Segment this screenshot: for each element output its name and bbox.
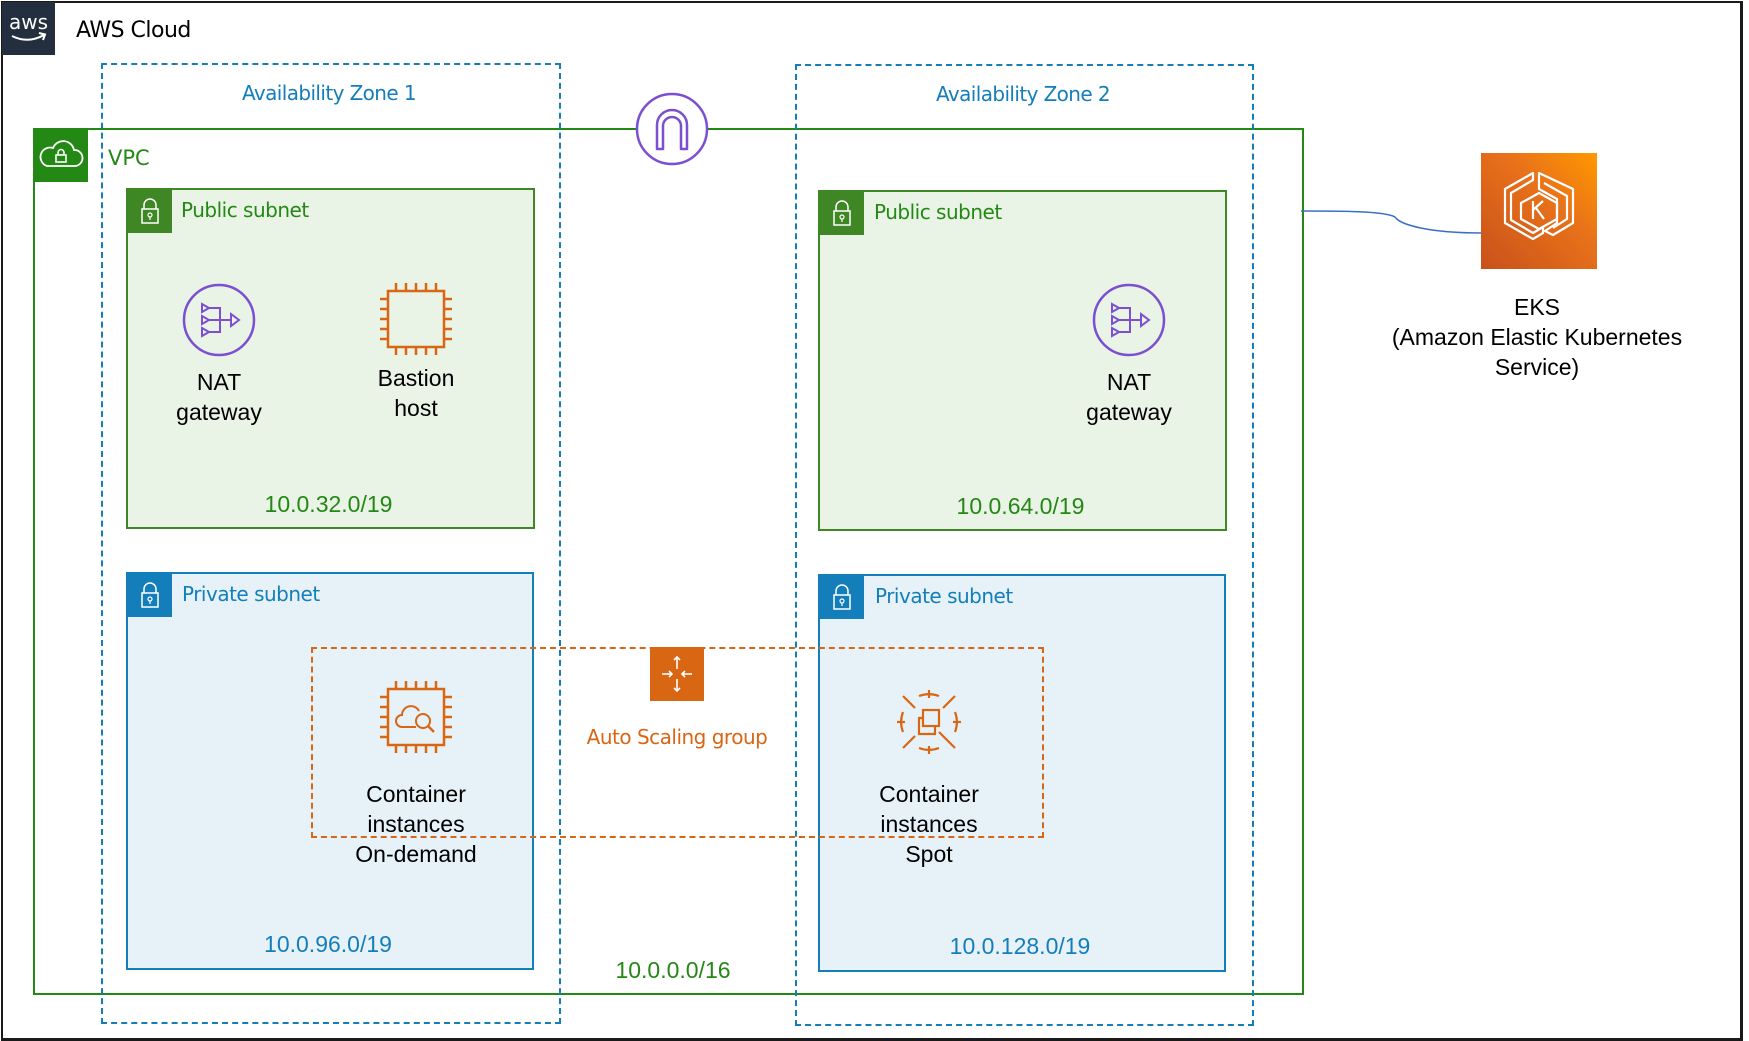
label-line: instances	[880, 811, 978, 837]
container-instance-icon	[378, 679, 454, 755]
aws-cloud-label: AWS Cloud	[76, 18, 191, 43]
container-instances-on-demand-label: Container instances On-demand	[336, 779, 496, 869]
label-line: host	[394, 395, 438, 421]
vpc-cloud-lock-icon	[33, 128, 88, 182]
label-line: EKS	[1513, 294, 1561, 320]
nat-gateway-icon	[1092, 283, 1166, 357]
availability-zone-1	[101, 63, 561, 1024]
label-line: gateway	[1086, 399, 1172, 425]
label-line: NAT	[196, 369, 242, 395]
private-subnet-2-cidr: 10.0.128.0/19	[949, 933, 1091, 959]
label-line: Container	[366, 781, 466, 807]
bastion-host-label: Bastion host	[346, 363, 486, 423]
public-subnet-1-title: Public subnet	[181, 198, 309, 222]
auto-scaling-group-label: Auto Scaling group	[586, 725, 768, 749]
auto-scaling-icon	[650, 647, 704, 701]
private-subnet-1	[126, 572, 534, 970]
public-subnet-1-cidr: 10.0.32.0/19	[264, 491, 393, 517]
container-instances-spot-label: Container instances Spot	[849, 779, 1009, 869]
svg-text:aws: aws	[9, 10, 48, 34]
availability-zone-2	[795, 64, 1254, 1026]
eks-icon	[1481, 153, 1597, 269]
public-subnet-1	[126, 188, 535, 529]
aws-logo: aws	[2, 2, 55, 55]
private-subnet-lock-icon	[820, 576, 864, 619]
label-line: instances	[367, 811, 465, 837]
spot-instance-icon	[893, 686, 965, 758]
public-subnet-2-cidr: 10.0.64.0/19	[956, 493, 1085, 519]
private-subnet-lock-icon	[128, 574, 172, 617]
nat-gateway-1-label: NAT gateway	[149, 367, 289, 427]
label-line: gateway	[176, 399, 262, 425]
nat-gateway-2-label: NAT gateway	[1059, 367, 1199, 427]
vpc-eks-connector	[1300, 210, 1482, 234]
private-subnet-2	[818, 574, 1226, 972]
public-subnet-2	[818, 190, 1227, 531]
private-subnet-2-title: Private subnet	[875, 584, 1013, 608]
label-line: Spot	[905, 841, 953, 867]
availability-zone-1-label: Availability Zone 1	[242, 81, 417, 105]
label-line: Container	[879, 781, 979, 807]
private-subnet-1-title: Private subnet	[182, 582, 320, 606]
availability-zone-2-label: Availability Zone 2	[936, 82, 1111, 106]
nat-gateway-icon	[182, 283, 256, 357]
label-line: (Amazon Elastic Kubernetes	[1391, 324, 1683, 350]
ec2-instance-icon	[378, 281, 454, 357]
public-subnet-lock-icon	[820, 192, 864, 235]
label-line: On-demand	[355, 841, 477, 867]
internet-gateway-icon	[635, 92, 709, 166]
private-subnet-1-cidr: 10.0.96.0/19	[264, 931, 392, 957]
label-line: NAT	[1106, 369, 1152, 395]
public-subnet-lock-icon	[128, 190, 172, 233]
vpc-cidr: 10.0.0.0/16	[615, 957, 731, 983]
label-line: Bastion	[377, 365, 455, 391]
label-line: Service)	[1494, 354, 1580, 380]
vpc-label: VPC	[108, 146, 150, 170]
public-subnet-2-title: Public subnet	[874, 200, 1002, 224]
eks-label: EKS (Amazon Elastic Kubernetes Service)	[1367, 292, 1707, 382]
